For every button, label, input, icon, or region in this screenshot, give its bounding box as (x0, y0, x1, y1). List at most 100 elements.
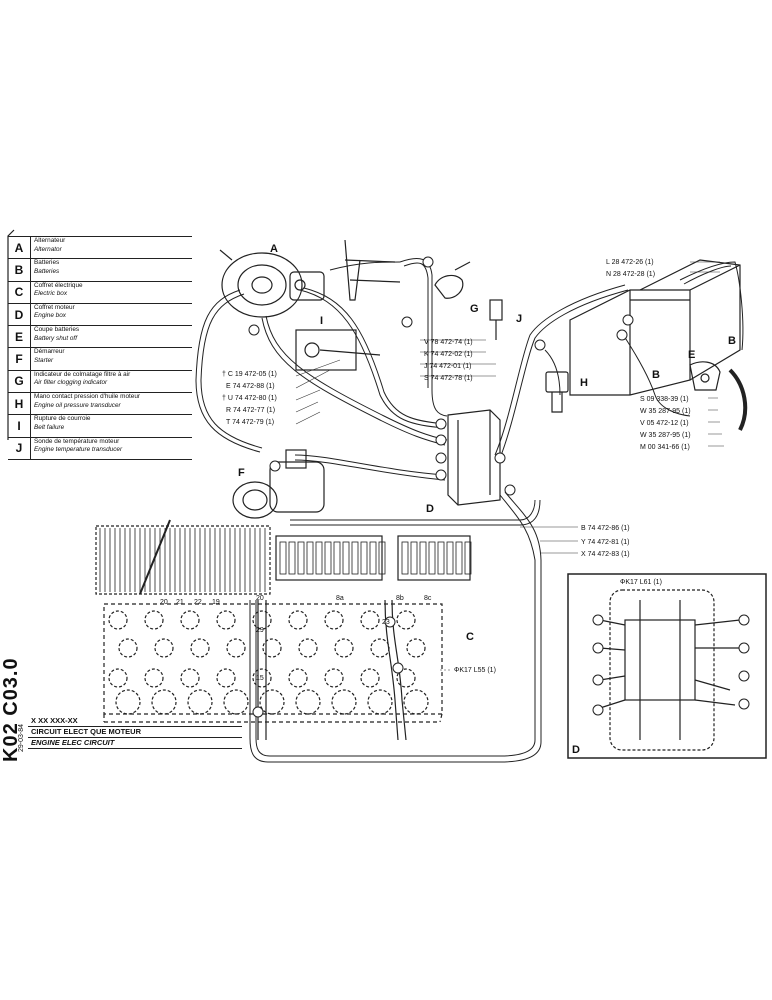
legend-frame-left (7, 229, 15, 440)
relay-bank (99, 528, 472, 592)
label-batteries-1: B (728, 335, 736, 347)
legend-letter: I (8, 415, 31, 437)
inset-engine-box (567, 573, 767, 759)
wire-number: 15 (256, 675, 264, 682)
label-air-filter: G (470, 303, 479, 315)
starter-motor (232, 449, 325, 519)
legend-english: Engine box (34, 312, 66, 320)
part-ref: V 78 472-74 (1) (424, 339, 473, 346)
legend-french: Sonde de température moteur (34, 437, 120, 445)
wire-number: 8c (424, 595, 432, 602)
legend-letter: D (8, 303, 31, 326)
electric-box-knockouts (108, 610, 429, 715)
label-starter: F (238, 467, 245, 479)
part-ref: † C 19 472-05 (1) (222, 371, 277, 378)
wire-number: 29 (256, 627, 264, 634)
legend-french: Rupture de courroie (34, 415, 91, 423)
legend-french: Démarreur (34, 348, 65, 356)
part-ref: W 35 287-95 (1) (640, 408, 691, 415)
oil-pressure-switch (545, 371, 569, 413)
label-oil-pressure: H (580, 377, 588, 389)
air-filter-indicator (434, 261, 471, 299)
legend-english: Batteries (34, 267, 60, 275)
legend-french: Indicateur de colmatage filtre à air (34, 370, 131, 378)
part-ref: M 00 341-66 (1) (640, 444, 690, 451)
legend-french: Mano contact pression d'huile moteur (34, 393, 141, 401)
part-ref: E 74 472-88 (1) (226, 383, 275, 390)
mounting-bracket (344, 239, 401, 301)
title-french: CIRCUIT ELECT QUE MOTEUR (28, 727, 242, 738)
part-ref: N 28 472-28 (1) (606, 271, 655, 278)
legend-french: Coffret électrique (34, 281, 83, 289)
legend-english: Starter (34, 357, 54, 365)
legend-english: Alternator (34, 245, 62, 253)
label-belt-failure: I (320, 315, 323, 327)
temperature-sensor (489, 299, 503, 340)
title-code: X XX XXX-XX (28, 716, 242, 727)
wire-number: 20 (160, 599, 168, 606)
part-ref: B 74 472-86 (1) (581, 525, 630, 532)
leader-lines-left (295, 359, 341, 425)
wire-number: 8a (336, 595, 344, 602)
legend-english: Battery shut off (34, 334, 77, 342)
part-ref: T 74 472-79 (1) (226, 419, 274, 426)
legend-english: Engine temperature transducer (34, 446, 123, 454)
legend-letter: J (8, 437, 31, 459)
part-ref: K 74 472-02 (1) (424, 351, 473, 358)
part-ref: S 09 338-39 (1) (640, 396, 689, 403)
connector-ref-main: ФK17 L55 (1) (454, 667, 496, 674)
wire-number: 19 (212, 599, 220, 606)
legend-french: Coupe batteries (34, 326, 80, 334)
engine-box (447, 409, 501, 506)
leader-lines-top-right (690, 261, 720, 273)
legend-english: Electric box (34, 290, 68, 298)
label-inset-engine-box: D (572, 744, 580, 756)
part-ref: W 35 287-95 (1) (640, 432, 691, 439)
legend-letter: C (8, 281, 31, 303)
legend-letter: H (8, 393, 31, 415)
legend-english: Belt failure (34, 423, 65, 431)
leader-lines-top (420, 339, 496, 377)
wire-number: 20 (256, 595, 264, 602)
part-ref: R 74 472-77 (1) (226, 407, 275, 414)
part-ref: X 74 472-83 (1) (581, 551, 630, 558)
legend-letter: A (8, 237, 31, 259)
legend-english: Engine oil pressure transducer (34, 401, 121, 409)
wire-harness (195, 258, 744, 763)
battery-shutoff (689, 361, 748, 431)
label-alternator: A (270, 243, 278, 255)
label-batteries-2: B (652, 369, 660, 381)
legend-french: Batteries (34, 259, 60, 267)
legend-english: Air filter clogging indicator (34, 379, 108, 387)
batteries (569, 259, 741, 396)
title-block: X XX XXX-XX CIRCUIT ELECT QUE MOTEUR ENG… (28, 716, 242, 749)
alternator (219, 249, 325, 318)
wire-number: 8b (396, 595, 404, 602)
wire-number: 21 (176, 599, 184, 606)
label-engine-box: D (426, 503, 434, 515)
part-ref: Y 74 472-81 (1) (581, 539, 630, 546)
legend-letter: B (8, 259, 31, 281)
part-ref: L 28 472-26 (1) (606, 259, 654, 266)
label-temperature-sensor: J (516, 313, 522, 325)
part-ref: J 74 472-01 (1) (424, 363, 471, 370)
label-battery-shutoff: E (688, 349, 695, 361)
